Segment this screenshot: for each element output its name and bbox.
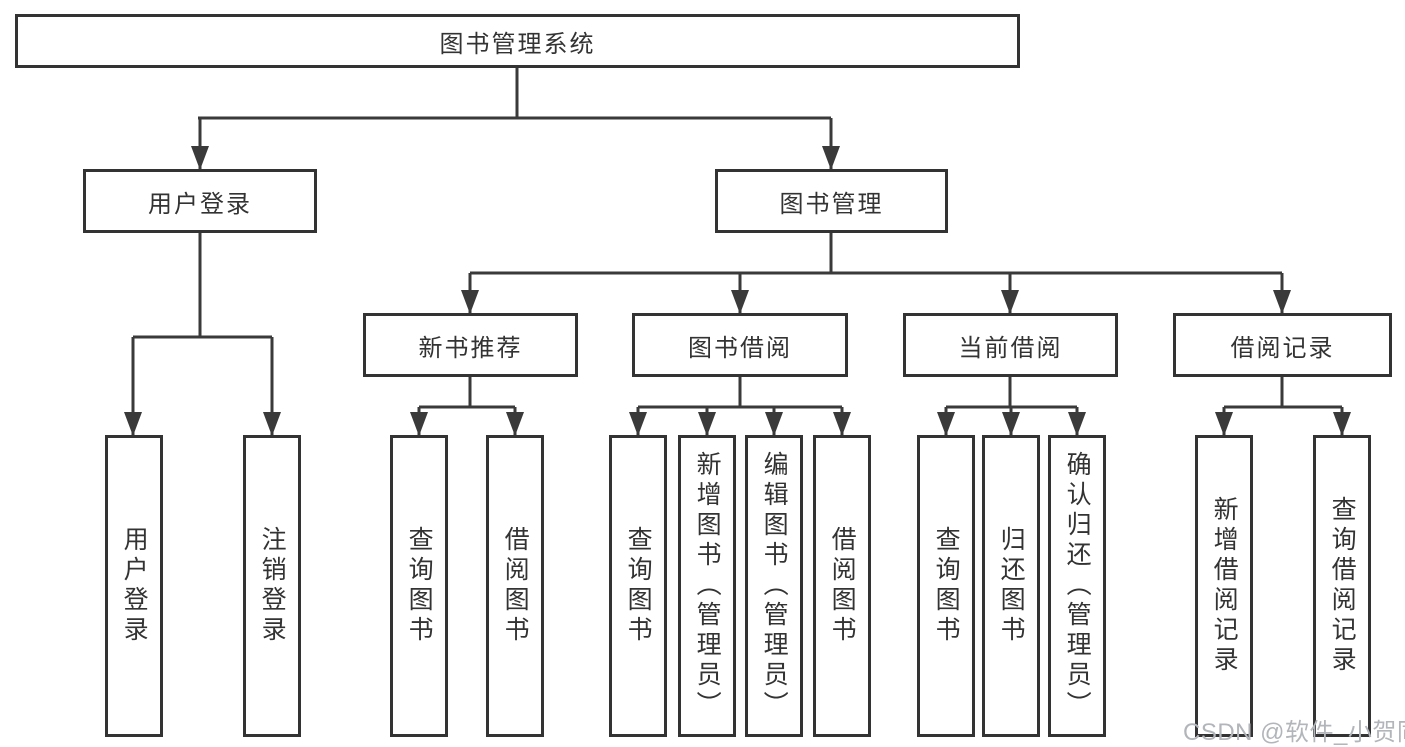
node-book-management: 图书管理 <box>715 169 948 233</box>
csdn-watermark: CSDN @软件_小贺同学 <box>1183 719 1405 746</box>
node-search-borrow-record: 查询借阅记录 <box>1313 435 1371 737</box>
node-label: 编辑图书（管理员） <box>760 451 789 721</box>
node-user-login: 用户登录 <box>83 169 317 233</box>
node-search-books-3: 查询图书 <box>917 435 975 737</box>
node-edit-book-admin: 编辑图书（管理员） <box>745 435 803 737</box>
node-label: 查询图书 <box>624 526 653 646</box>
node-add-borrow-record: 新增借阅记录 <box>1195 435 1253 737</box>
node-logout-leaf: 注销登录 <box>243 435 301 737</box>
node-label: 查询图书 <box>405 526 434 646</box>
node-current-borrow: 当前借阅 <box>903 313 1118 377</box>
node-label: 图书借阅 <box>688 334 792 362</box>
node-return-book: 归还图书 <box>982 435 1040 737</box>
node-search-books-2: 查询图书 <box>609 435 667 737</box>
node-label: 用户登录 <box>148 190 252 218</box>
node-confirm-return-admin: 确认归还（管理员） <box>1048 435 1106 737</box>
node-borrow-books-2: 借阅图书 <box>813 435 871 737</box>
node-label: 确认归还（管理员） <box>1063 451 1092 721</box>
node-label: 图书管理系统 <box>439 30 596 58</box>
node-label: 查询图书 <box>932 526 961 646</box>
node-borrow-records: 借阅记录 <box>1173 313 1392 377</box>
node-new-book-recommend: 新书推荐 <box>363 313 578 377</box>
node-search-books-1: 查询图书 <box>390 435 448 737</box>
node-label: 图书管理 <box>779 190 884 218</box>
node-label: 归还图书 <box>997 526 1026 646</box>
node-label: 新增图书（管理员） <box>693 451 722 721</box>
node-label: 新书推荐 <box>418 334 523 362</box>
node-label: 当前借阅 <box>958 334 1063 362</box>
node-label: 借阅记录 <box>1230 334 1335 362</box>
node-label: 新增借阅记录 <box>1210 496 1239 676</box>
node-label: 用户登录 <box>120 526 149 646</box>
node-label: 查询借阅记录 <box>1328 496 1357 676</box>
node-label: 注销登录 <box>258 526 287 646</box>
node-library-system: 图书管理系统 <box>15 14 1020 68</box>
node-user-login-leaf: 用户登录 <box>105 435 163 737</box>
node-label: 借阅图书 <box>501 526 530 646</box>
node-borrow-books-1: 借阅图书 <box>486 435 544 737</box>
node-book-borrow: 图书借阅 <box>632 313 848 377</box>
node-label: 借阅图书 <box>828 526 857 646</box>
node-add-book-admin: 新增图书（管理员） <box>678 435 736 737</box>
